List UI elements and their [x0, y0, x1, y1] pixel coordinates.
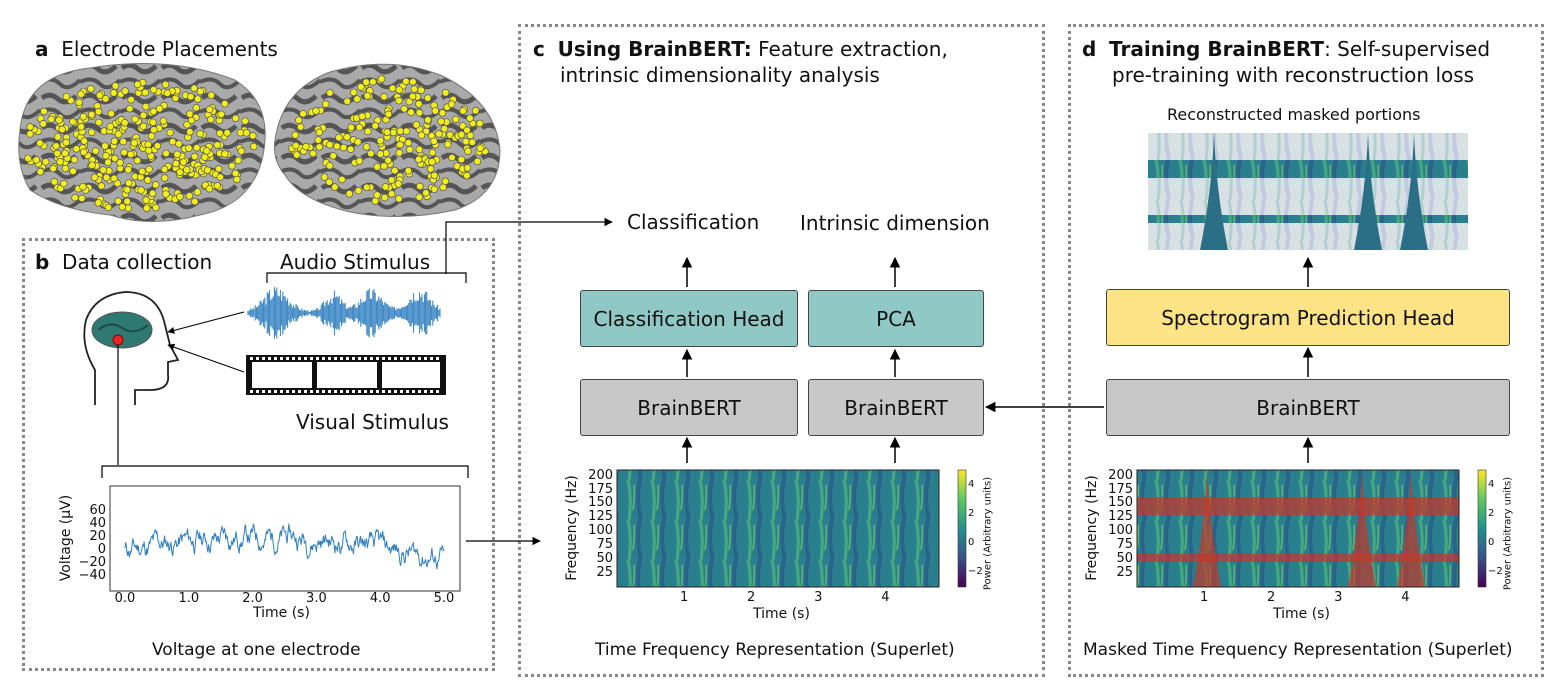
panel-c-letter: c: [533, 37, 545, 61]
panel-b-letter: b: [35, 250, 50, 274]
spectrogram-ytick: 150: [1108, 495, 1133, 511]
spectrogram-ytick: 25: [596, 565, 613, 581]
spectrogram-xtick: 4: [1401, 590, 1410, 605]
spectrogram-ytick: 150: [588, 495, 613, 511]
panel-d-letter: d: [1082, 37, 1097, 61]
spectrogram-ylabel: Frequency (Hz): [564, 475, 580, 581]
colorbar-tick: 4: [1488, 478, 1495, 490]
voltage-ytick: −40: [78, 568, 106, 583]
spectrogram-ytick: 125: [588, 509, 613, 525]
spectrogram-xtick: 1: [1199, 590, 1209, 605]
spectrogram-ytick: 25: [1116, 565, 1133, 581]
spectrogram-xtick: 2: [1267, 590, 1276, 605]
reconstructed-label: Reconstructed masked portions: [1167, 105, 1421, 124]
brainbert-box-c-left: BrainBERT: [580, 379, 798, 436]
panel-b-frame: [22, 238, 495, 671]
panel-c-title-line2: intrinsic dimensionality analysis: [560, 63, 880, 87]
colorbar-label: Power (Arbitrary units): [982, 476, 994, 591]
voltage-xtick: 5.0: [433, 591, 455, 606]
panel-a-title: Electrode Placements: [61, 37, 278, 61]
pca-box: PCA: [808, 290, 984, 347]
panel-c-caption: Time Frequency Representation (Superlet): [595, 640, 955, 660]
panel-c-heading: c Using BrainBERT: Feature extraction,: [533, 37, 948, 61]
audio-stimulus-label: Audio Stimulus: [280, 250, 431, 274]
panel-d-title-bold: Training BrainBERT: [1109, 37, 1325, 61]
electrode-markers: [24, 75, 489, 212]
panel-c-title-rest: Feature extraction,: [751, 37, 948, 61]
spectrogram-ytick: 175: [588, 481, 613, 497]
voltage-xlabel: Time (s): [253, 605, 310, 621]
panel-b-title: Data collection: [62, 250, 213, 274]
spectrogram-ytick: 50: [596, 551, 613, 567]
spectrogram-xtick: 3: [814, 590, 823, 605]
spectrogram-ytick: 175: [1108, 481, 1133, 497]
voltage-trace: [124, 523, 445, 570]
colorbar-tick: 0: [1488, 537, 1495, 549]
panel-d-title-rest: : Self-supervised: [1324, 37, 1491, 61]
spectrogram-xtick: 2: [747, 590, 756, 605]
spectrogram-ytick: 200: [1108, 467, 1133, 483]
colorbar-tick: 2: [968, 507, 975, 519]
voltage-ytick: 0: [97, 542, 106, 557]
classification-head-box: Classification Head: [580, 290, 798, 347]
spectrogram-ytick: 100: [588, 523, 613, 539]
visual-stimulus-label: Visual Stimulus: [296, 410, 449, 434]
voltage-ytick: 60: [89, 503, 106, 518]
spectrogram-c: [616, 469, 967, 588]
colorbar-tick: −2: [1488, 566, 1503, 578]
voltage-xtick: 1.0: [178, 591, 200, 606]
spectrogram-prediction-head-box: Spectrogram Prediction Head: [1106, 289, 1510, 346]
voltage-xtick: 0.0: [114, 591, 136, 606]
brainbert-box-c-right: BrainBERT: [808, 379, 984, 436]
colorbar-label: Power (Arbitrary units): [1502, 476, 1514, 591]
voltage-ytick: −20: [78, 555, 106, 570]
brainbert-box-d: BrainBERT: [1106, 379, 1510, 436]
spectrogram-ytick: 125: [1108, 509, 1133, 525]
spectrogram-ytick: 200: [588, 467, 613, 483]
intrinsic-dimension-output: Intrinsic dimension: [800, 211, 990, 235]
spectrogram-xtick: 1: [679, 590, 689, 605]
voltage-ylabel: Voltage (μV): [58, 494, 74, 582]
audio-waveform: [247, 287, 441, 339]
reconstructed-spectrogram: [1148, 133, 1468, 250]
spectrogram-xtick: 4: [881, 590, 890, 605]
panel-c-frame: [518, 24, 1045, 677]
voltage-ytick: 20: [89, 529, 106, 544]
voltage-xtick: 4.0: [369, 591, 391, 606]
colorbar-tick: 2: [1488, 507, 1495, 519]
film-strip-icon: [246, 355, 446, 395]
colorbar-tick: 4: [968, 478, 975, 490]
colorbar-tick: −2: [968, 566, 983, 578]
voltage-xtick: 3.0: [306, 591, 327, 606]
spectrogram-ytick: 100: [1108, 523, 1133, 539]
spectrogram-ylabel: Frequency (Hz): [1084, 475, 1100, 581]
head-silhouette: [83, 291, 180, 405]
voltage-caption: Voltage at one electrode: [152, 640, 361, 660]
spectrogram-xtick: 3: [1334, 590, 1343, 605]
panel-d-frame: [1068, 24, 1544, 677]
spectrogram-d: [1136, 469, 1487, 588]
spectrogram-ytick: 50: [1116, 551, 1133, 567]
panel-d-caption: Masked Time Frequency Representation (Su…: [1083, 640, 1513, 660]
spectrogram-ytick: 75: [596, 537, 613, 553]
voltage-xtick: 2.0: [242, 591, 263, 606]
panel-a-letter: a: [35, 37, 49, 61]
panel-d-title-line2: pre-training with reconstruction loss: [1112, 63, 1475, 87]
voltage-ytick: 40: [89, 516, 106, 531]
panel-a-heading: a Electrode Placements: [35, 37, 278, 61]
panel-b-heading: b Data collection: [35, 250, 212, 274]
panel-d-heading: d Training BrainBERT: Self-supervised: [1082, 37, 1490, 61]
classification-output: Classification: [627, 210, 760, 234]
colorbar-tick: 0: [968, 537, 975, 549]
spectrogram-xlabel: Time (s): [753, 606, 810, 622]
panel-c-title-bold: Using BrainBERT:: [557, 37, 752, 61]
spectrogram-xlabel: Time (s): [1273, 606, 1330, 622]
spectrogram-ytick: 75: [1116, 537, 1133, 553]
